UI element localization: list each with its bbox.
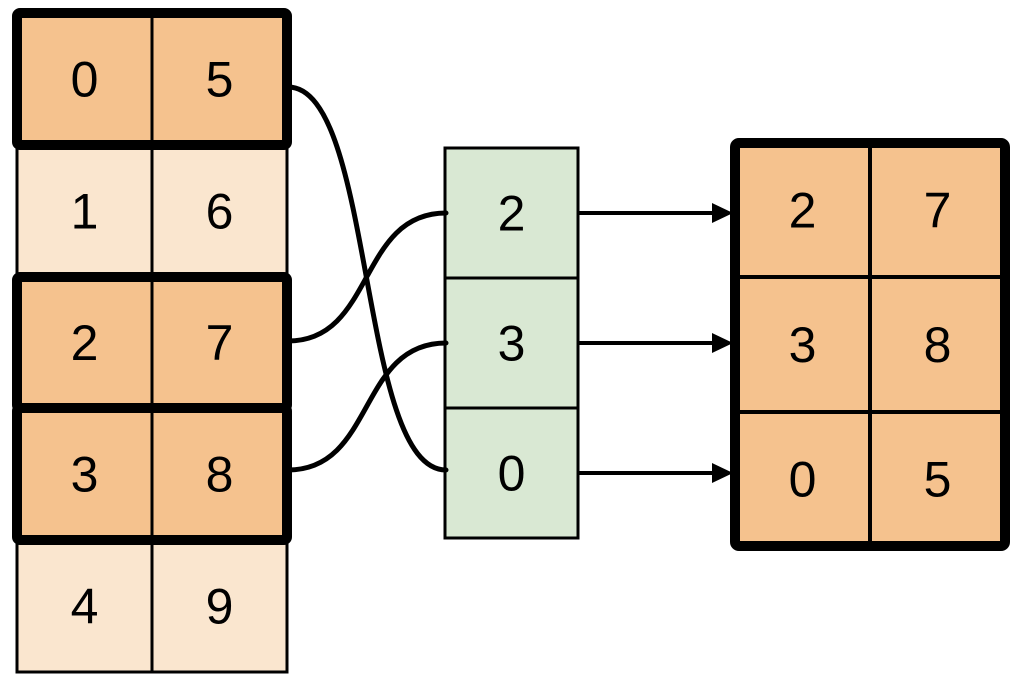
source-row-3-highlight-outline <box>12 403 292 545</box>
source-value-1-0: 1 <box>71 184 99 240</box>
result-table: 2 7 3 8 0 5 <box>730 138 1010 551</box>
result-value-0-0: 2 <box>789 183 817 239</box>
curve-source-row-3-to-index-cell-1 <box>285 340 449 473</box>
index-cell-1 <box>443 276 580 410</box>
source-value-4-0: 4 <box>71 579 99 635</box>
result-cell-2-0 <box>733 410 872 548</box>
source-cell-0-1 <box>150 11 289 147</box>
source-cell-4-0 <box>15 538 154 674</box>
result-value-0-1: 7 <box>924 183 952 239</box>
source-value-0-1: 5 <box>206 52 234 108</box>
source-cell-4-1 <box>150 538 289 674</box>
source-value-2-1: 7 <box>206 315 234 371</box>
arrowhead-result-row-1 <box>712 333 733 353</box>
result-value-1-1: 8 <box>924 317 952 373</box>
source-value-3-1: 8 <box>206 447 234 503</box>
source-to-index-curves <box>285 84 449 473</box>
index-cell-2 <box>443 406 580 540</box>
source-value-0-0: 0 <box>71 52 99 108</box>
source-cell-3-1 <box>150 406 289 542</box>
index-value-1: 3 <box>498 316 526 372</box>
result-value-2-0: 0 <box>789 452 817 508</box>
result-cell-2-1 <box>868 410 1007 548</box>
source-value-1-1: 6 <box>206 184 234 240</box>
result-value-2-1: 5 <box>924 452 952 508</box>
result-table-outline <box>730 138 1010 551</box>
index-to-result-arrows <box>578 203 733 483</box>
arrowhead-result-row-2 <box>712 463 733 483</box>
source-value-4-1: 9 <box>206 579 234 635</box>
source-cell-0-0 <box>15 11 154 147</box>
source-cell-2-1 <box>150 275 289 410</box>
curve-source-row-2-to-index-cell-0 <box>285 210 449 344</box>
source-table: 0 5 1 6 2 7 3 8 4 9 <box>12 8 292 674</box>
result-value-1-0: 3 <box>789 317 817 373</box>
source-cell-1-1 <box>150 143 289 279</box>
source-value-3-0: 3 <box>71 447 99 503</box>
source-row-0-highlight-outline <box>12 8 292 150</box>
index-value-0: 2 <box>498 186 526 242</box>
arrowhead-result-row-0 <box>712 203 733 223</box>
index-value-2: 0 <box>498 446 526 502</box>
source-value-2-0: 2 <box>71 315 99 371</box>
index-array: 2 3 0 <box>443 146 580 540</box>
